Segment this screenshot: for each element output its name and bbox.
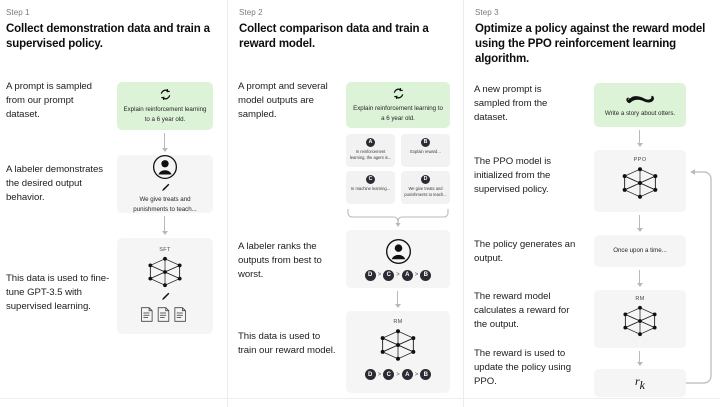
bottom-rule: [0, 398, 720, 399]
reward-value: rk: [635, 372, 645, 393]
step-3-feedback-loop: [686, 165, 718, 385]
step-2-output-b-text: Explain reward...: [410, 149, 441, 154]
step-2-output-d: D We give treats and punishments to teac…: [401, 171, 450, 204]
neural-network-icon: [617, 165, 663, 201]
step-2-output-c: C In machine learning...: [346, 171, 395, 204]
column-divider-1: [227, 0, 228, 407]
rank-2-badge: C: [383, 269, 395, 281]
column-divider-2: [463, 0, 464, 407]
badge-c: C: [366, 175, 375, 184]
step-3-rm-card: RM: [594, 290, 686, 348]
step-3-ppo-tag: PPO: [633, 157, 647, 163]
step-3-ppo-card: PPO: [594, 150, 686, 212]
step-3-output-text: Once upon a time...: [613, 247, 667, 255]
rank-sep-1: >: [377, 272, 382, 278]
step-1-caption-1: A prompt is sampled from our prompt data…: [6, 81, 92, 120]
step-2-output-d-text: We give treats and punishments to teach.…: [404, 186, 447, 197]
step-3-output-card: Once upon a time...: [594, 235, 686, 267]
step-2-prompt-card: Explain reinforcement learning to a 6 ye…: [346, 82, 450, 128]
step-1-sft-tag: SFT: [159, 247, 171, 253]
step-3-column: Step 3 Optimize a policy against the rew…: [464, 0, 720, 407]
rank-1-badge: D: [364, 269, 376, 281]
step-1-caption-3: This data is used to fine-tune GPT-3.5 w…: [6, 273, 110, 312]
reward-subscript: k: [639, 378, 645, 393]
step-1-column: Step 1 Collect demonstration data and tr…: [0, 0, 228, 407]
step-2-merge-brace: [346, 206, 450, 228]
step-3-caption-2: The PPO model is initialized from the su…: [474, 156, 552, 195]
step-3-label: Step 3: [475, 8, 499, 17]
step-2-caption-2: A labeler ranks the outputs from best to…: [238, 241, 322, 280]
step-1-label: Step 1: [6, 8, 30, 17]
step-3-arrow-4: [636, 351, 644, 366]
step-3-caption-1: A new prompt is sampled from the dataset…: [474, 84, 548, 123]
rank-3-badge: A: [401, 269, 413, 281]
step-1-labeler-text: We give treats and punishments to teach.…: [133, 196, 197, 213]
person-icon: [385, 238, 412, 265]
step-3-prompt-text: Write a story about otters.: [604, 109, 676, 117]
step-1-labeler-card: We give treats and punishments to teach.…: [117, 155, 213, 213]
step-1-prompt-text: Explain reinforcement learning to a 6 ye…: [123, 106, 207, 123]
reward-symbol: r: [635, 374, 640, 389]
rm-rank-sep-3: >: [414, 371, 419, 378]
rm-rank-4-badge: B: [420, 369, 432, 380]
recycle-icon: [159, 88, 172, 101]
step-2-caption-3: This data is used to train our reward mo…: [238, 331, 336, 356]
step-2-output-b: B Explain reward...: [401, 134, 450, 167]
badge-b: B: [421, 138, 430, 147]
step-2-output-a: A In reinforcement learning, the agent i…: [346, 134, 395, 167]
neural-network-icon: [618, 304, 662, 338]
step-2-labeler-card: D > C > A > B: [346, 230, 450, 288]
badge-a: A: [366, 138, 375, 147]
step-2-title: Collect comparison data and train a rewa…: [239, 23, 429, 51]
step-1-sft-card: SFT: [117, 238, 213, 334]
step-3-caption-4: The reward model calculates a reward for…: [474, 291, 570, 330]
step-3-caption-5: The reward is used to update the policy …: [474, 348, 571, 387]
rm-rank-3-badge: A: [401, 369, 413, 380]
step-2-rm-tag: RM: [393, 319, 403, 325]
badge-d: D: [421, 175, 430, 184]
rm-rank-sep-2: >: [396, 371, 400, 378]
step-3-reward-card: rk: [594, 369, 686, 397]
step-2-rm-ranking: D > C > A > B: [364, 369, 432, 380]
step-1-prompt-card: Explain reinforcement learning to a 6 ye…: [117, 82, 213, 130]
step-1-caption-2: A labeler demonstrates the desired outpu…: [6, 164, 104, 203]
neural-network-icon: [375, 327, 421, 363]
step-3-arrow-3: [636, 270, 644, 287]
pencil-icon: [161, 292, 170, 302]
rank-sep-3: >: [414, 272, 419, 278]
rank-sep-2: >: [396, 272, 400, 278]
step-1-arrow-2: [161, 216, 169, 235]
step-2-output-a-text: In reinforcement learning, the agent is.…: [349, 149, 392, 160]
person-icon: [152, 154, 178, 180]
step-2-column: Step 2 Collect comparison data and train…: [228, 0, 464, 407]
step-3-caption-3: The policy generates an output.: [474, 239, 576, 264]
step-2-output-c-text: In machine learning...: [350, 186, 391, 191]
pencil-icon: [161, 183, 170, 193]
step-3-rm-tag: RM: [635, 296, 645, 302]
step-2-label: Step 2: [239, 8, 263, 17]
otter-icon: [625, 92, 655, 106]
neural-network-icon: [143, 255, 187, 289]
step-3-arrow-1: [636, 130, 644, 147]
step-3-arrow-2: [636, 215, 644, 232]
step-3-title: Optimize a policy against the reward mod…: [475, 23, 706, 66]
recycle-icon: [392, 87, 405, 100]
rm-rank-sep-1: >: [377, 371, 382, 378]
documents-icon: [140, 306, 190, 323]
rm-rank-2-badge: C: [383, 369, 395, 380]
step-1-arrow-1: [161, 133, 169, 152]
rank-4-badge: B: [420, 269, 432, 281]
rm-rank-1-badge: D: [364, 369, 376, 380]
step-2-caption-1: A prompt and several model outputs are s…: [238, 81, 328, 120]
step-2-labeler-ranking: D > C > A > B: [364, 269, 432, 281]
step-2-arrow-1: [394, 291, 402, 308]
step-3-prompt-card: Write a story about otters.: [594, 83, 686, 127]
step-2-rm-card: RM D: [346, 311, 450, 393]
step-2-prompt-text: Explain reinforcement learning to a 6 ye…: [353, 105, 443, 122]
step-1-title: Collect demonstration data and train a s…: [6, 23, 210, 51]
